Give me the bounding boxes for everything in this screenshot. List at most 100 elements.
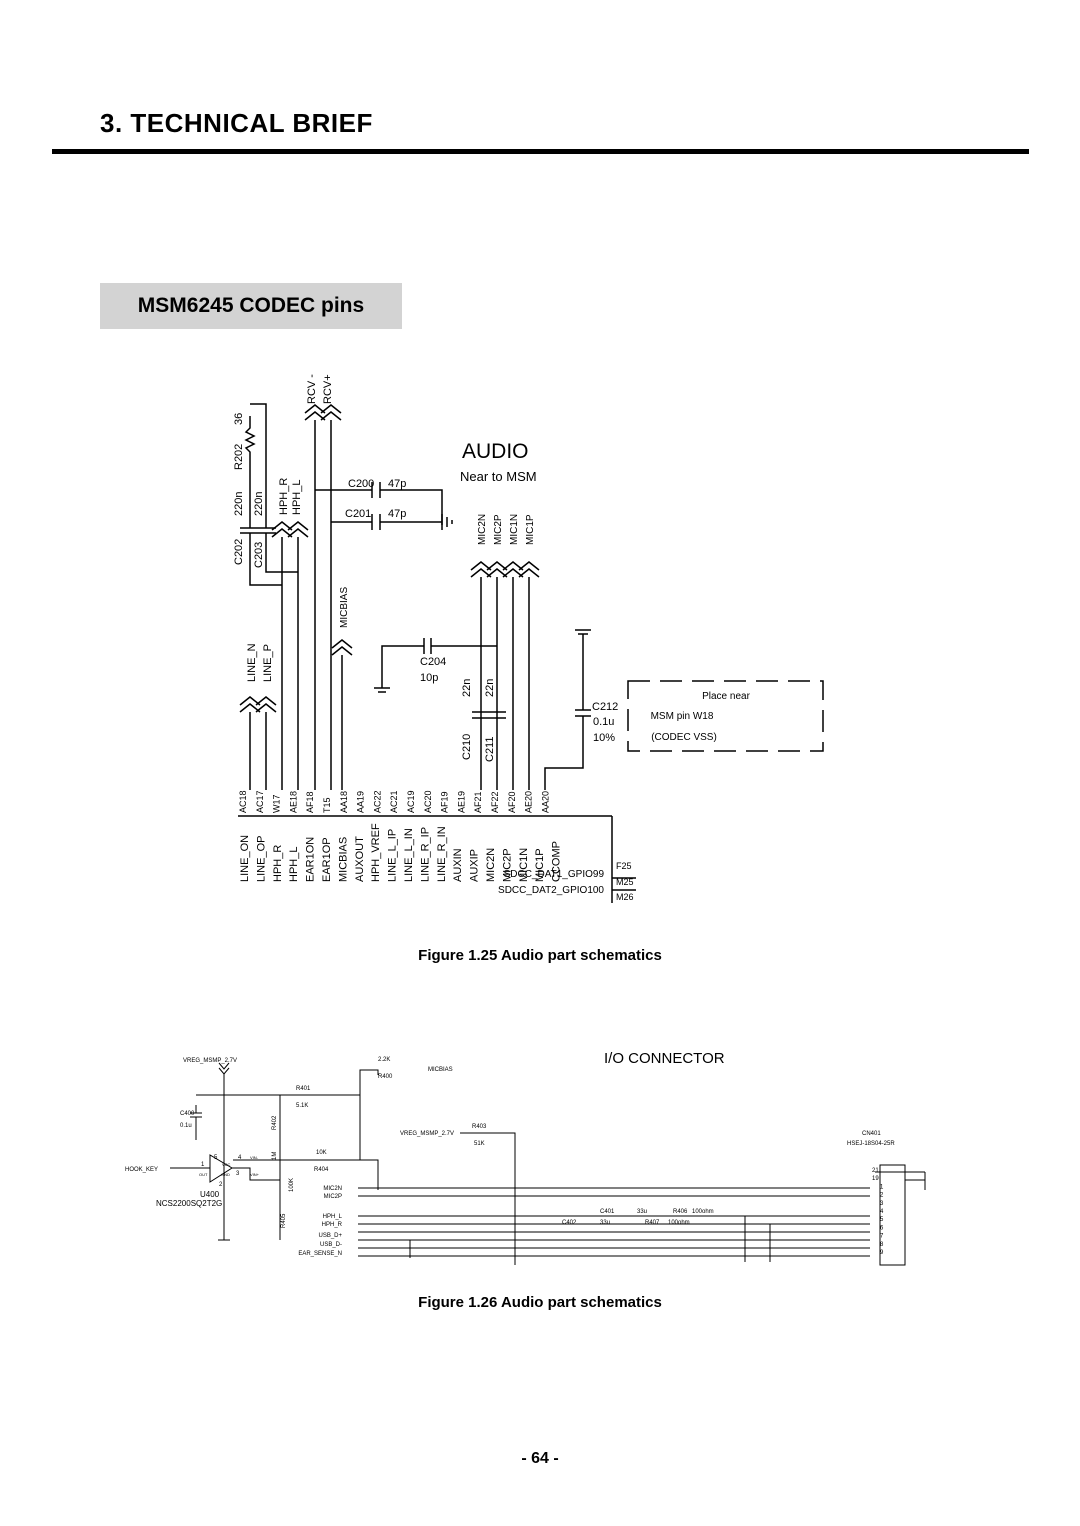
hph-r-label: HPH_R: [278, 478, 290, 515]
connector-pin-number: 21: [872, 1168, 879, 1174]
c202-ref: C202: [233, 539, 245, 565]
subsection-title: MSM6245 CODEC pins: [100, 283, 402, 329]
connector-pin-number: 7: [880, 1234, 884, 1240]
c401-ref: C401: [600, 1209, 615, 1215]
sdcc-pin-m25: M25: [616, 877, 634, 887]
pin-name: HPH_VREF: [370, 823, 382, 882]
c202-value: 220n: [233, 492, 245, 516]
u400-pin-1: 1: [201, 1162, 205, 1168]
pin-name: LINE_ON: [239, 835, 251, 882]
pin-number: AC17: [255, 790, 265, 813]
c212-tolerance: 10%: [593, 732, 615, 744]
c210-ref: C210: [461, 734, 473, 760]
c400-value: 0.1u: [180, 1123, 192, 1129]
c212-ref: C212: [592, 701, 618, 713]
c402-ref: C402: [562, 1220, 577, 1226]
pin-number: AE19: [456, 791, 466, 813]
pin-number: AA19: [356, 791, 366, 813]
rcv-minus-label: RCV -: [306, 374, 318, 404]
u400-pin-vcc: VCC: [222, 1162, 231, 1167]
connector-pin-number: 2: [880, 1193, 884, 1199]
r401-ref: R401: [296, 1086, 311, 1092]
pin-number: AF21: [473, 791, 483, 813]
io-labels: I/O CONNECTOR VREG_MSMP_2.7V 2.2K R400 M…: [125, 1050, 895, 1257]
pin-number: AE18: [288, 791, 298, 813]
r402-value: 1M: [272, 1152, 278, 1160]
pin-name: LINE_OP: [255, 836, 267, 882]
r406-value: 100ohm: [692, 1209, 714, 1215]
net-ear-sense: EAR_SENSE_N: [298, 1251, 342, 1257]
c203-value: 220n: [253, 492, 265, 516]
r406-ref: R406: [673, 1209, 688, 1215]
hook-key-label: HOOK_KEY: [125, 1167, 158, 1173]
mic1p-label: MIC1P: [525, 514, 536, 545]
connector-pin-number: 6: [880, 1225, 884, 1231]
figure-1-26-caption: Figure 1.26 Audio part schematics: [418, 1294, 662, 1311]
mic1n-label: MIC1N: [509, 514, 520, 545]
c211-value: 22n: [484, 679, 496, 697]
u400-pin-2: 2: [219, 1182, 223, 1188]
note-line-3: (CODEC VSS): [651, 732, 717, 743]
pin-name: LINE_L_IP: [387, 829, 399, 882]
net-mic2n: MIC2N: [323, 1186, 342, 1192]
pin-number: AF18: [305, 791, 315, 813]
c204-value: 10p: [420, 672, 438, 684]
audio-title: AUDIO: [462, 440, 529, 463]
pin-number: AF22: [490, 791, 500, 813]
audio-schematic-wires: [238, 403, 636, 903]
pin-name: AUXIN: [452, 848, 464, 882]
mic2p-label: MIC2P: [493, 514, 504, 545]
pin-number: T15: [322, 797, 332, 813]
line-p-label: LINE_P: [262, 644, 274, 682]
c400-ref: C400: [180, 1111, 195, 1117]
connector-pin-number: 8: [880, 1242, 884, 1248]
pin-number: AC19: [406, 790, 416, 813]
c200-value: 47p: [388, 478, 406, 490]
r202-resistor: [244, 416, 256, 470]
page-number: - 64 -: [521, 1450, 559, 1467]
io-title: I/O CONNECTOR: [604, 1050, 725, 1067]
r403-value: 51K: [474, 1141, 485, 1147]
r402-ref: R402: [272, 1115, 278, 1130]
connector-pin-number: 3: [880, 1201, 884, 1207]
r400-ref: R400: [378, 1074, 393, 1080]
title-rule: [52, 149, 1029, 154]
r404-ref: R404: [314, 1167, 329, 1173]
pin-name: HPH_R: [272, 845, 284, 882]
pin-name: MIC1P: [534, 848, 546, 882]
line-n-label: LINE_N: [246, 643, 258, 682]
pin-name: MIC2P: [501, 848, 513, 882]
pin-number: AF19: [440, 791, 450, 813]
net-usb-dm: USB_D-: [320, 1242, 342, 1248]
net-hph-r: HPH_R: [322, 1222, 343, 1228]
vreg-label-2: VREG_MSMP_2.7V: [400, 1131, 454, 1137]
pin-number: AC22: [372, 790, 382, 813]
pin-number: AA18: [339, 791, 349, 813]
net-hph-l: HPH_L: [323, 1214, 343, 1220]
u400-pin-5: 5: [214, 1155, 218, 1161]
pin-name: EAR1OP: [321, 837, 333, 882]
sdcc-pin-f25: F25: [616, 861, 632, 871]
pin-name: MIC1N: [518, 848, 530, 882]
sdcc-pin-m26: M26: [616, 892, 634, 902]
connector-pin-number: 1: [880, 1184, 884, 1190]
pin-number: AF20: [507, 791, 517, 813]
c203-ref: C203: [253, 542, 265, 568]
audio-labels: AUDIO Near to MSM RCV - RCV+ R202 36 C20…: [233, 374, 751, 762]
u400-part: NCS2200SQ2T2G: [156, 1199, 222, 1208]
pin-number: AA20: [540, 791, 550, 813]
io-micbias-label: MICBIAS: [428, 1067, 453, 1073]
sdcc-dat1-label: SDCC_DAT1_GPIO99: [504, 869, 605, 880]
rcv-plus-label: RCV+: [322, 374, 334, 404]
r407-value: 100ohm: [668, 1220, 690, 1226]
pin-number: AC20: [423, 790, 433, 813]
c201-value: 47p: [388, 508, 406, 520]
u400-pin-vinplus: VIN+: [250, 1172, 260, 1177]
pin-number: AE20: [524, 791, 534, 813]
c200-ref: C200: [348, 478, 374, 490]
u400-pin-vinminus: VIN-: [250, 1155, 259, 1160]
sdcc-labels: SDCC_DAT1_GPIO99 SDCC_DAT2_GPIO100 F25 M…: [498, 861, 633, 902]
